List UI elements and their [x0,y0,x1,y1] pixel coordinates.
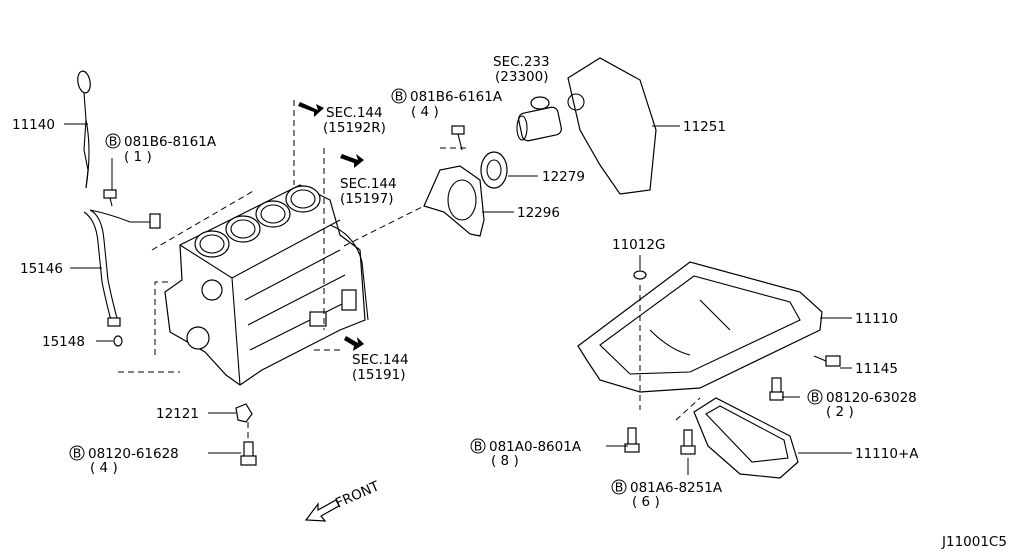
callout-11251: 11251 [683,119,726,135]
callout-sec144-c: SEC.144 [352,352,409,368]
callout-08120-61628: 08120-61628 [88,446,179,462]
callout-sec144-b: SEC.144 [340,176,397,192]
rear-oil-seal-retainer-drawing [423,165,485,237]
rear-plate-drawing [567,57,657,195]
bolt-marker-circle [69,445,85,461]
callout-08120-63028: 08120-63028 [826,390,917,406]
callout-12279: 12279 [542,169,585,185]
callout-081a0-8601a-qty: ( 8 ) [491,453,519,469]
sec144-15197-arrow [340,154,364,168]
bolt-markers: B B B B B B [69,88,823,495]
oil-pan-upper-drawing [577,261,823,393]
oil-pan-lower-drawing [693,397,799,479]
bolt-marker-circle [105,133,121,149]
callout-15146: 15146 [20,261,63,277]
bolt-marker-letter: B [474,439,483,454]
callout-081a0-8601a: 081A0-8601A [489,439,582,455]
bolt-8601a-drawing [624,427,640,453]
callout-11012g: 11012G [612,237,665,253]
bracket-12121-drawing [235,403,253,423]
callout-sec233-ref: (23300) [495,69,548,85]
callout-12121: 12121 [156,406,199,422]
callout-081b6-6161a-qty: ( 4 ) [411,104,439,120]
bolt-marker-circle [470,438,486,454]
gasket-11012g-drawing [633,270,647,280]
sensor-11145-drawing [813,355,841,367]
callout-sec144-a-ref: (15192R) [323,120,386,136]
callout-11140: 11140 [12,117,55,133]
bolt-8251a-drawing [680,429,696,455]
callout-12296: 12296 [517,205,560,221]
bolt-marker-letter: B [109,134,118,149]
bolt-marker-letter: B [73,446,82,461]
sec144-15192r-arrow [298,102,324,117]
front-direction-arrow [304,499,340,522]
callout-081b6-6161a: 081B6-6161A [410,89,503,105]
callout-sec144-a: SEC.144 [326,105,383,121]
bolt-6161a-drawing [451,125,465,151]
dashed-reference-lines [118,100,701,440]
callout-sec144-c-ref: (15191) [352,367,405,383]
callout-11145: 11145 [855,361,898,377]
bolt-marker-circle [611,479,627,495]
callout-sec144-b-ref: (15197) [340,191,393,207]
callout-11110: 11110 [855,311,898,327]
callout-sec233: SEC.233 [493,54,550,70]
bolt-8161a-drawing [103,189,117,207]
front-label: FRONT [333,478,382,512]
cylinder-block-drawing [164,184,369,386]
bolt-marker-letter: B [615,480,624,495]
o-ring-15148-drawing [113,335,123,347]
callout-08120-61628-qty: ( 4 ) [90,460,118,476]
rear-oil-seal-drawing [480,151,508,189]
bolt-marker-circle [391,88,407,104]
oil-level-gauge-drawing [77,70,91,189]
bolt-marker-letter: B [395,89,404,104]
bolt-marker-letter: B [811,390,820,405]
callout-081a6-8251a-qty: ( 6 ) [632,494,660,510]
sec144-15191-arrow [344,336,364,351]
bolt-marker-circle [807,389,823,405]
section-arrows [298,102,364,351]
oil-level-gauge-guide-drawing [83,209,161,327]
callout-081a6-8251a: 081A6-8251A [630,480,723,496]
starter-motor-drawing [516,96,562,142]
callout-08120-63028-qty: ( 2 ) [826,404,854,420]
callout-11110-a: 11110+A [855,446,919,462]
callout-081b6-8161a: 081B6-8161A [124,134,217,150]
bolt-63028-drawing [769,377,784,401]
callout-081b6-8161a-qty: ( 1 ) [124,149,152,165]
bolt-61628-drawing [240,441,257,466]
callout-15148: 15148 [42,334,85,350]
leader-lines [64,123,852,475]
callout-labels: 11140 081B6-8161A ( 1 ) 15146 15148 SEC.… [12,54,1007,550]
diagram-code: J11001C5 [941,534,1007,550]
